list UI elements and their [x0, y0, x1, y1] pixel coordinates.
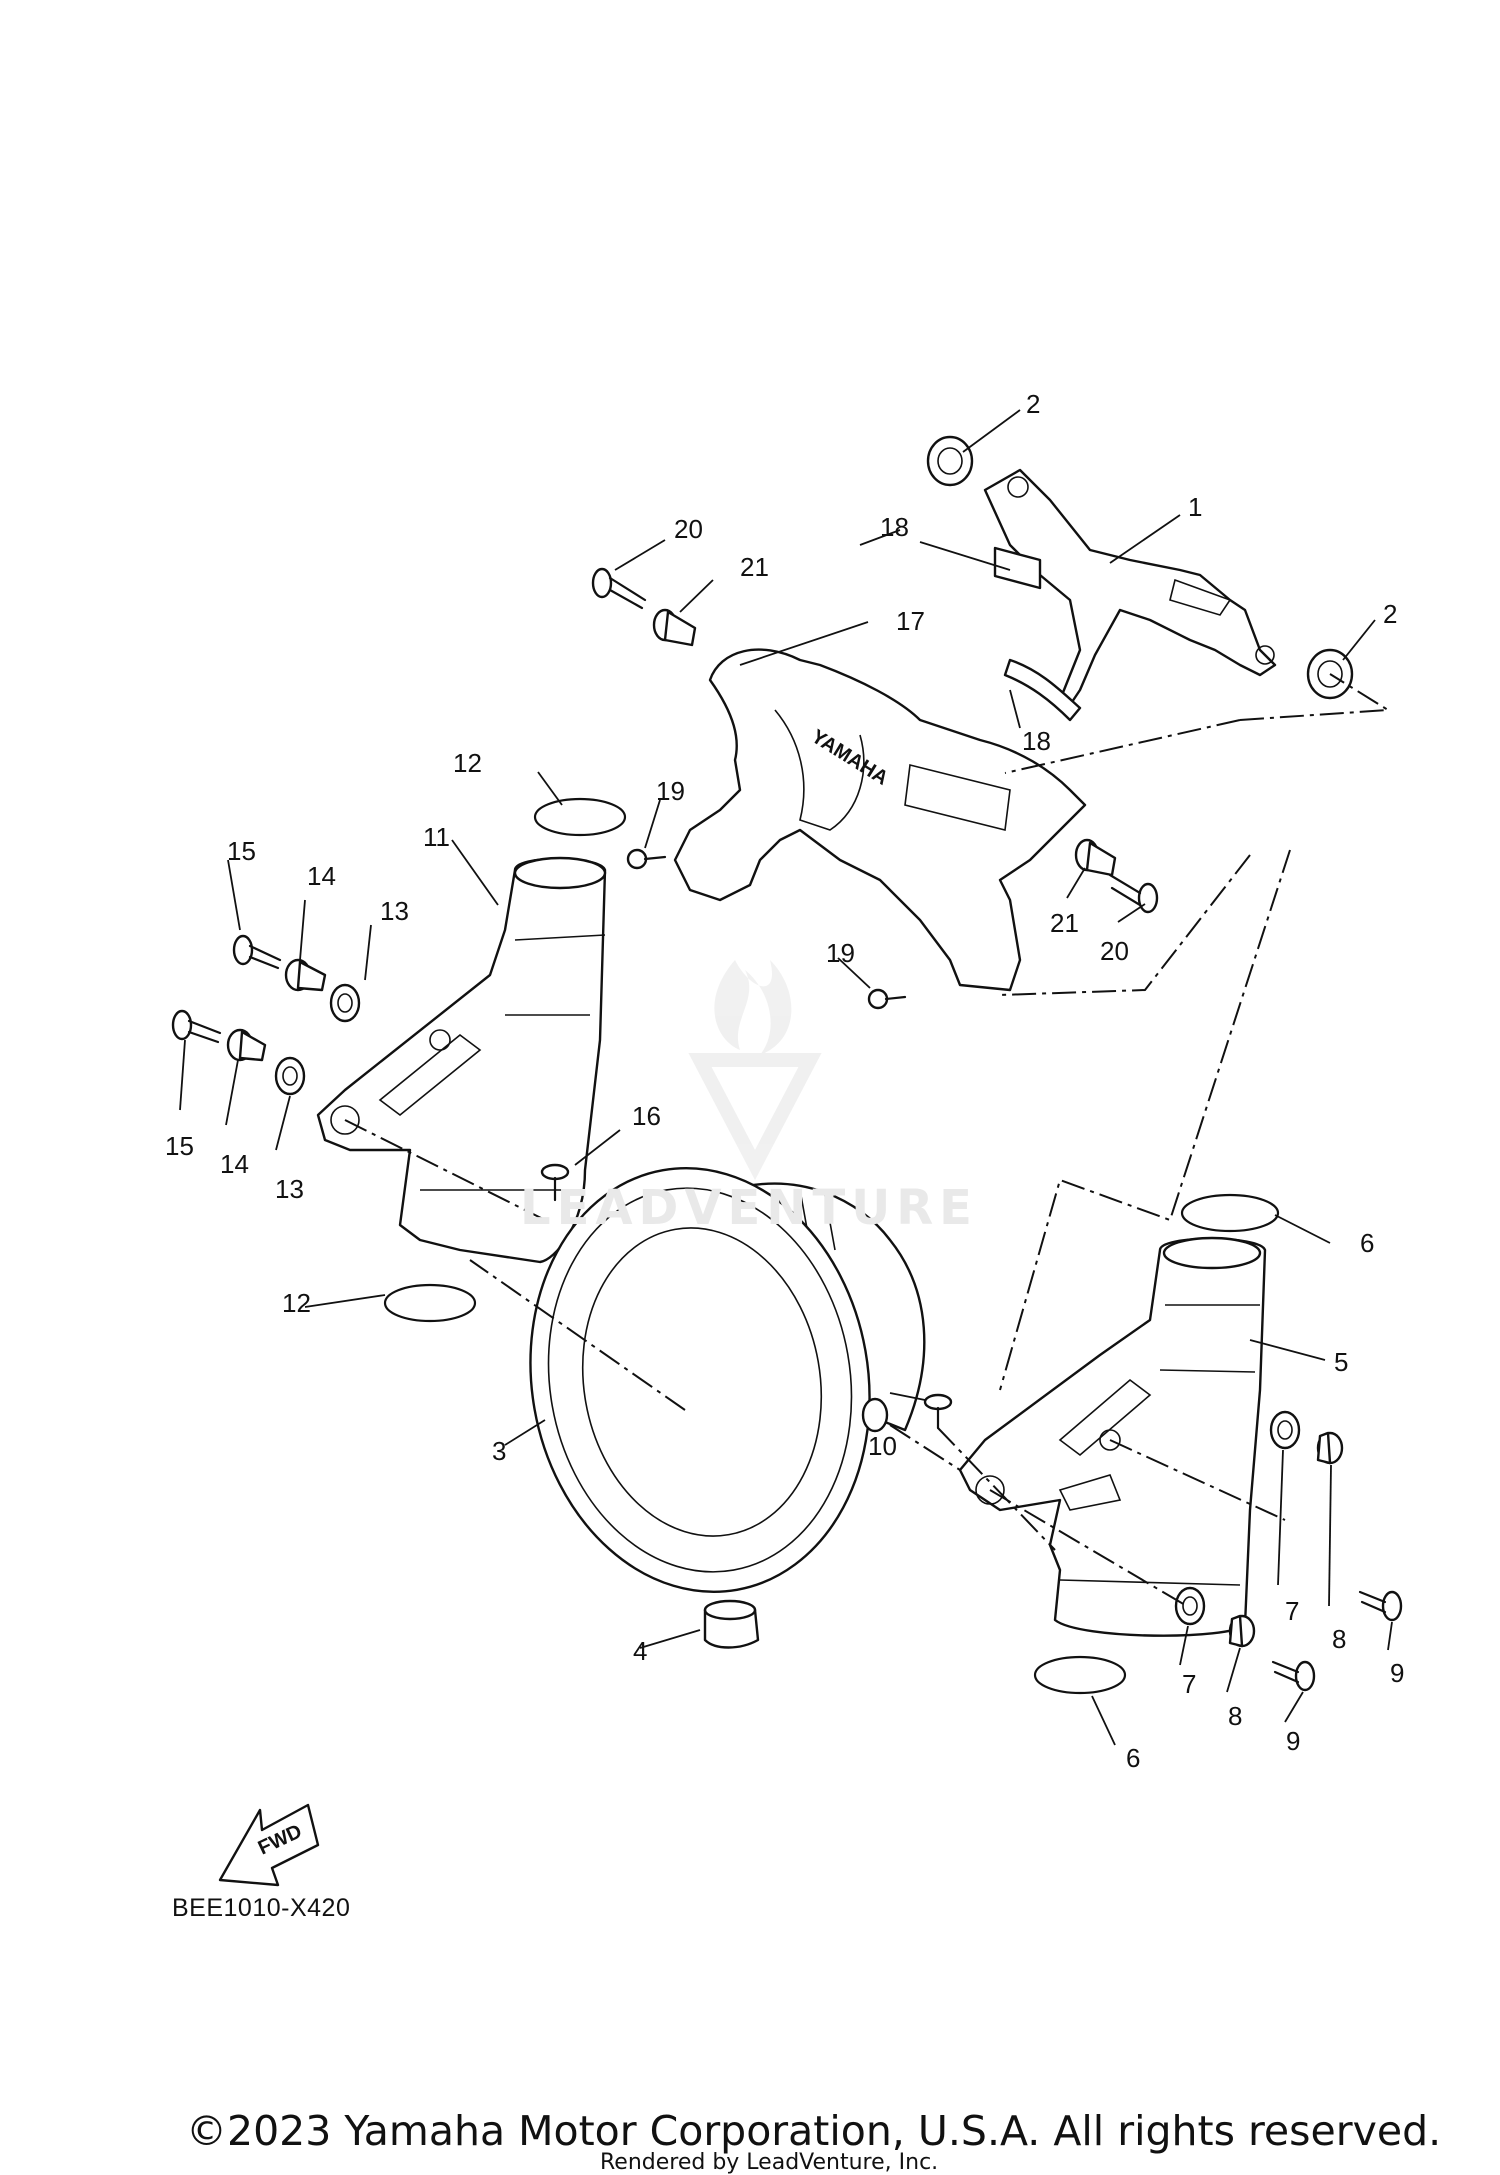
callout-16: 16: [632, 1101, 661, 1131]
callout-18: 18: [880, 512, 909, 542]
collar-part-8-lower: [1228, 1614, 1256, 1648]
bolt-part-9-upper: [1358, 1590, 1403, 1622]
o-ring-part-6-top: [1180, 1193, 1280, 1233]
collar-part-21-right: [1074, 838, 1117, 877]
callout-9b: 9: [1286, 1726, 1300, 1756]
headlight-part-3: [529, 1167, 926, 1593]
rivet-part-19-bottom: [867, 988, 907, 1010]
callout-21: 21: [740, 552, 769, 582]
o-ring-part-6-bottom: [1033, 1655, 1127, 1695]
collar-part-14-lower: [226, 1028, 267, 1062]
callout-6b: 6: [1126, 1743, 1140, 1773]
callout-7b: 7: [1182, 1669, 1196, 1699]
forward-arrow-icon: FWD: [218, 1803, 320, 1887]
callout-6: 6: [1360, 1228, 1374, 1258]
collar-part-8-upper: [1316, 1431, 1344, 1465]
rendered-by-notice: Rendered by LeadVenture, Inc.: [600, 2150, 939, 2175]
callout-1: 1: [1188, 492, 1202, 522]
callout-13b: 13: [275, 1174, 304, 1204]
callout-7: 7: [1285, 1596, 1299, 1626]
damper-part-13-lower: [274, 1056, 306, 1096]
callout-14b: 14: [220, 1149, 249, 1179]
callout-14: 14: [307, 861, 336, 891]
grommet-part-2-top: [926, 435, 974, 487]
callout-2: 2: [1026, 389, 1040, 419]
collar-part-21-top: [652, 608, 697, 647]
callout-labels: 1223456677889910111212131314141515161718…: [165, 389, 1404, 1773]
grommet-part-4: [703, 1599, 760, 1649]
damper-part-7-lower: [1174, 1586, 1206, 1626]
screw-part-10: [923, 1393, 953, 1430]
screw-part-20-right: [1108, 873, 1159, 914]
callout-12: 12: [453, 748, 482, 778]
callout-21b: 21: [1050, 908, 1079, 938]
callout-5: 5: [1334, 1347, 1348, 1377]
damper-part-13-upper: [329, 983, 361, 1023]
bolt-part-15-upper: [232, 934, 282, 970]
watermark-logo: [688, 960, 822, 1181]
callout-13: 13: [380, 896, 409, 926]
callout-2b: 2: [1383, 599, 1397, 629]
bolt-part-15-lower: [171, 1009, 222, 1044]
cowl-part-17: YAMAHA: [673, 648, 1087, 992]
callout-18b: 18: [1022, 726, 1051, 756]
callout-20b: 20: [1100, 936, 1129, 966]
callout-9: 9: [1390, 1658, 1404, 1688]
callout-8b: 8: [1228, 1701, 1242, 1731]
screw-part-20-top: [591, 567, 647, 610]
callout-10: 10: [868, 1431, 897, 1461]
damper-part-7-upper: [1269, 1410, 1301, 1450]
callout-3: 3: [492, 1436, 506, 1466]
bracket-part-1: [983, 468, 1277, 707]
screw-part-16: [540, 1163, 570, 1202]
leader-lines: [179, 409, 1393, 1746]
callout-20: 20: [674, 514, 703, 544]
callout-15: 15: [227, 836, 256, 866]
callout-17: 17: [896, 606, 925, 636]
drawing-code: BEE1010-X420: [172, 1894, 351, 1922]
bolt-part-9-lower: [1271, 1660, 1316, 1692]
seal-part-18: [993, 546, 1082, 722]
collar-part-14-upper: [284, 958, 327, 992]
callout-11: 11: [423, 822, 450, 852]
callout-19b: 19: [826, 938, 855, 968]
callout-12b: 12: [282, 1288, 311, 1318]
rivet-part-19-top: [626, 848, 667, 870]
callout-19: 19: [656, 776, 685, 806]
o-ring-part-12-top: [533, 797, 627, 837]
callout-8: 8: [1332, 1624, 1346, 1654]
callout-15b: 15: [165, 1131, 194, 1161]
watermark-text: LEADVENTURE: [520, 1180, 978, 1236]
callout-4: 4: [633, 1636, 647, 1666]
headlight-stay-part-11: [316, 856, 607, 1264]
o-ring-part-12-bottom: [383, 1283, 477, 1323]
assembly-lines: [344, 673, 1392, 1606]
headlight-stay-part-5: [958, 1236, 1267, 1637]
copyright-notice: ©2023 Yamaha Motor Corporation, U.S.A. A…: [186, 2107, 1442, 2155]
